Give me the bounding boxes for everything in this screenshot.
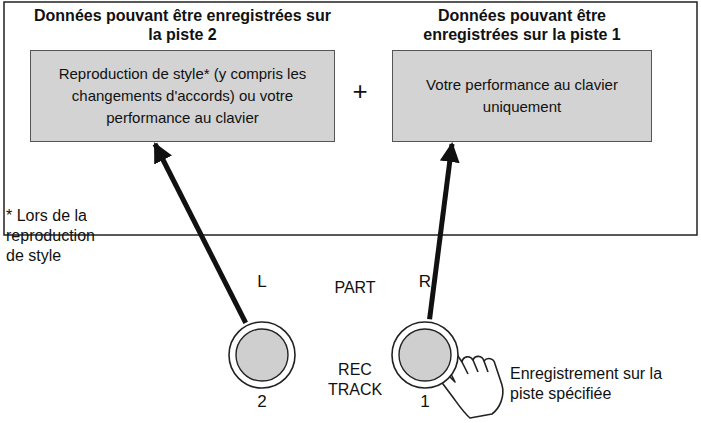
arrow-connector: [155, 144, 246, 323]
button: L2: [222, 272, 302, 414]
part-letter: R: [385, 272, 465, 292]
grey-box: Reproduction de style* (y compris les ch…: [30, 50, 335, 142]
button: R1: [385, 272, 465, 414]
panel-heading: Données pouvant être enregistrées sur la…: [392, 6, 652, 44]
track-number: 2: [222, 392, 302, 412]
panel-text: Reproduction de style* (y compris les ch…: [31, 59, 334, 133]
plus-sign: +: [348, 76, 372, 106]
button-symbol: [390, 320, 460, 390]
button-symbol: [227, 320, 297, 390]
rec-track-label: REC TRACK: [318, 360, 392, 400]
data-panel: Données pouvant être enregistrées sur la…: [30, 6, 335, 142]
callout-note: Enregistrement sur la piste spécifiée: [510, 364, 680, 404]
grey-box: Votre performance au clavier uniquement: [392, 50, 652, 142]
part-label: PART: [318, 278, 392, 298]
footnote: * Lors de la reproduction de style: [6, 206, 106, 266]
part-letter: L: [222, 272, 302, 292]
panel-heading: Données pouvant être enregistrées sur la…: [30, 6, 335, 44]
track-number: 1: [385, 392, 465, 412]
outer-frame: [4, 2, 697, 235]
arrow-connector: [430, 144, 452, 319]
panel-text: Votre performance au clavier uniquement: [393, 70, 651, 122]
data-panel: Données pouvant être enregistrées sur la…: [392, 6, 652, 142]
